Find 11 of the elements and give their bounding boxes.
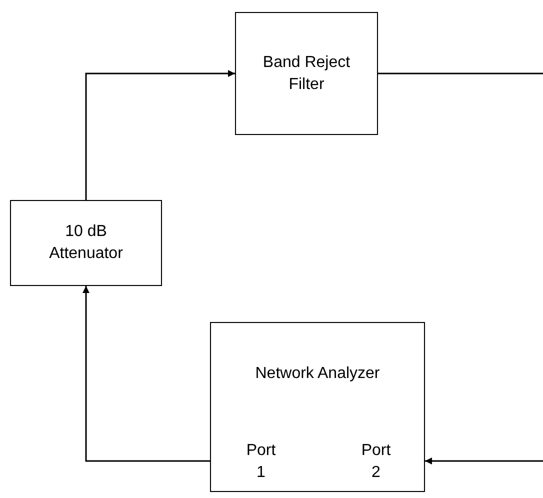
box-label: Band Reject Filter (262, 52, 352, 94)
port-label: Port 1 (245, 441, 277, 483)
attenuator-box (10, 200, 162, 286)
arrow (425, 458, 543, 464)
filter-box (235, 12, 378, 135)
port-label: Port 2 (360, 441, 392, 483)
arrow (82, 286, 210, 462)
box-label: 10 dB Attenuator (48, 222, 124, 264)
analyzer-box (210, 322, 425, 492)
box-label: Network Analyzer (255, 364, 380, 384)
arrow (85, 70, 235, 200)
